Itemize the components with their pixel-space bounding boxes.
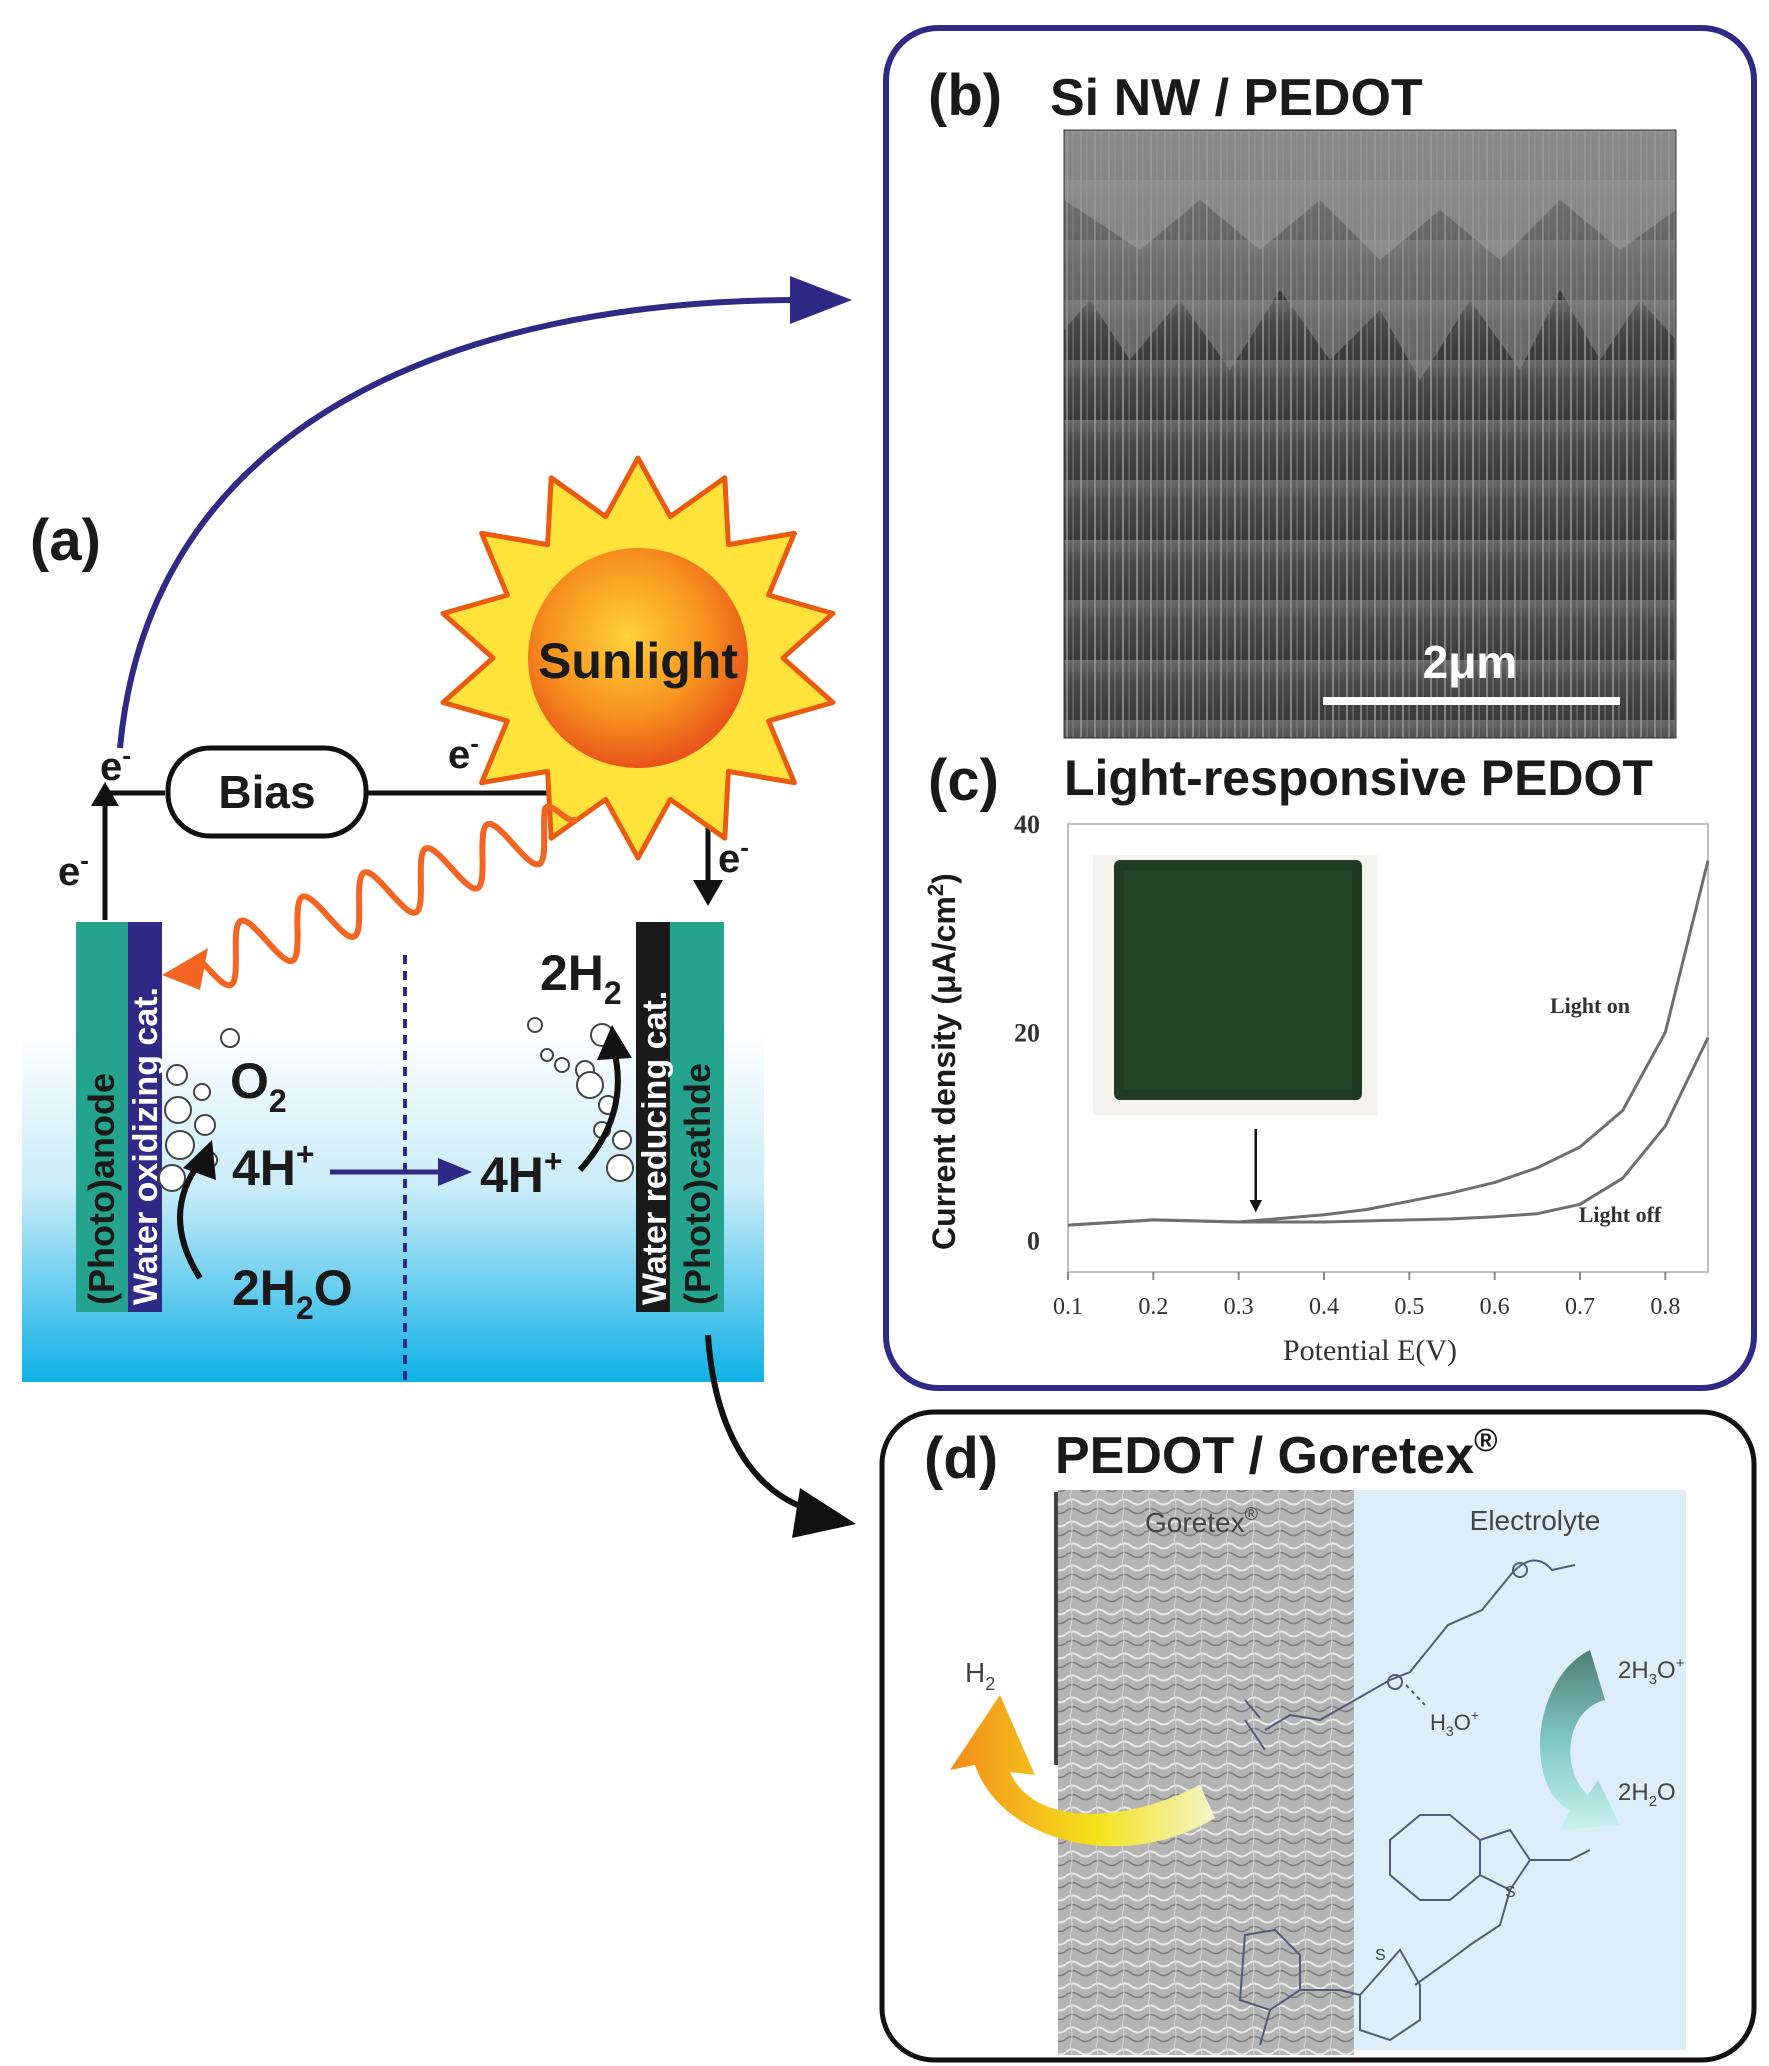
connector-to-panel-b-arrowhead — [790, 276, 852, 324]
cathode-electrode — [670, 922, 724, 1312]
light-on-label: Light on — [1550, 993, 1630, 1018]
light-wave — [202, 803, 578, 989]
connector-to-panel-b — [117, 297, 801, 749]
sunlight-label: Sunlight — [538, 633, 738, 689]
goretex-membrane-image — [1058, 1490, 1354, 2055]
light-off-label: Light off — [1579, 1202, 1662, 1227]
thiophene-s-1: S — [1505, 1884, 1516, 1901]
x-tick-label: 0.5 — [1394, 1294, 1424, 1320]
y-tick-label: 20 — [1014, 1018, 1040, 1047]
water-oxidation-arrowhead — [183, 1140, 216, 1180]
hydronium-label: H3O+ — [1430, 1707, 1479, 1739]
x-tick-label: 0.7 — [1565, 1294, 1595, 1320]
cathode-catalyst-layer — [636, 922, 670, 1312]
external-circuit-left — [102, 790, 165, 920]
connector-to-panel-d-arrowhead — [792, 1488, 856, 1538]
panel-d-title: PEDOT / Goretex® — [1055, 1422, 1498, 1485]
x-tick-label: 0.1 — [1053, 1294, 1083, 1320]
hydronium-2-label: 2H3O+ — [1618, 1655, 1685, 1688]
electrolyte-region — [1352, 1490, 1686, 2050]
panel-d-label: (d) — [924, 1426, 998, 1491]
panel-c-label: (c) — [928, 748, 999, 813]
scale-bar-label: 2μm — [1423, 636, 1518, 688]
h-plus-right-label: 4H+ — [480, 1143, 563, 1203]
x-tick-label: 0.3 — [1224, 1294, 1254, 1320]
panel-d: (d) PEDOT / Goretex® Goretex® Electrolyt… — [924, 1422, 1686, 2055]
water-label: 2H2O — [232, 1260, 353, 1326]
hydrogen-evolution-arrow — [577, 1049, 621, 1173]
light-wave-arrowhead — [162, 948, 208, 990]
cathode-catalyst-label: Water reducing cat. — [636, 991, 674, 1305]
panel-b: (b) Si NW / PEDOT 2μm — [928, 63, 1677, 739]
panel-a: (a) (Photo)anode Water oxidizing cat. Wa… — [22, 276, 856, 1538]
electron-top-left: e- — [100, 740, 131, 789]
h-plus-left-label: 4H+ — [232, 1136, 315, 1196]
electron-left: e- — [58, 845, 89, 894]
right-arrowhead — [693, 880, 723, 906]
y-tick-label: 0 — [1027, 1227, 1040, 1256]
h2-product-label: H2 — [965, 1657, 995, 1694]
x-tick-label: 0.8 — [1650, 1294, 1680, 1320]
anode-catalyst-label: Water oxidizing cat. — [127, 987, 165, 1305]
y-tick-label: 40 — [1014, 810, 1040, 839]
x-axis-label: Potential E(V) — [1283, 1334, 1457, 1367]
panel-c: (c) Light-responsive PEDOT Current densi… — [923, 748, 1710, 1367]
goretex-label: Goretex® — [1145, 1504, 1258, 1538]
proton-reduction-arrow — [1540, 1650, 1620, 1830]
anode-catalyst-layer — [128, 922, 162, 1312]
electron-top-right: e- — [448, 728, 479, 777]
water-product-label: 2H2O — [1618, 1779, 1676, 1810]
proton-transport-arrowhead — [438, 1158, 472, 1186]
x-tick-label: 0.6 — [1480, 1294, 1510, 1320]
panel-c-title: Light-responsive PEDOT — [1064, 750, 1653, 806]
o2-label: O2 — [230, 1053, 287, 1119]
panel-b-title: Si NW / PEDOT — [1050, 69, 1423, 127]
hydrogen-evolution-arrowhead — [597, 1025, 632, 1060]
electron-right: e- — [718, 832, 749, 881]
series-line-light-off — [1067, 1036, 1710, 1227]
water-oxidation-arrow — [177, 1160, 203, 1280]
electrolyte-label: Electrolyte — [1470, 1505, 1601, 1536]
x-tick-label: 0.2 — [1138, 1294, 1168, 1320]
sun-disc — [528, 548, 748, 768]
bias-label: Bias — [218, 766, 315, 818]
cathode-label: (Photo)cathde — [677, 1063, 718, 1305]
thiophene-s-2: S — [1375, 1947, 1386, 1964]
x-tick-label: 0.4 — [1309, 1294, 1339, 1320]
anode-electrode — [76, 922, 128, 1312]
left-arrowhead — [91, 782, 119, 806]
pedot-peg-structure — [1238, 1559, 1591, 2046]
panel-b-label: (b) — [928, 63, 1002, 128]
panel-a-label: (a) — [30, 508, 101, 573]
hydrogen-bubbles — [527, 1017, 634, 1182]
h2-release-arrow — [950, 1695, 1215, 1847]
anode-label: (Photo)anode — [81, 1073, 122, 1305]
h2-label: 2H2 — [540, 945, 622, 1011]
film-photo-inset — [1093, 855, 1378, 1115]
y-axis-label: Current density (μA/cm2) — [923, 873, 962, 1250]
bias-box — [165, 745, 369, 839]
scale-bar — [1323, 697, 1620, 705]
chart: Current density (μA/cm2) Potential E(V) … — [923, 810, 1710, 1367]
sem-nanowire-image: 2μm — [1063, 129, 1677, 739]
